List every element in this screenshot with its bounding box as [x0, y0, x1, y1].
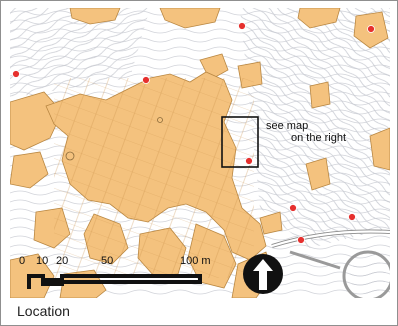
roundabout [342, 250, 390, 298]
scale-bar: 0 10 20 50 100 m [19, 255, 211, 289]
parcel [69, 8, 121, 25]
contour-lines-east [240, 8, 390, 248]
site-marker [348, 213, 356, 221]
site-marker [297, 236, 305, 244]
site-markers [12, 22, 375, 244]
parcel [369, 127, 390, 171]
scale-label-20: 20 [56, 255, 68, 267]
scale-label-10: 10 [36, 255, 48, 267]
location-map-svg: see map on the right 0 10 20 50 100 m [10, 8, 390, 298]
site-marker [142, 76, 150, 84]
annotation-line-1: see map [266, 120, 308, 132]
map-symbol [65, 151, 75, 161]
site-marker [367, 25, 375, 33]
site-marker [289, 204, 297, 212]
parcel [159, 8, 221, 29]
detail-area-rectangle [221, 116, 259, 168]
north-arrow-icon [243, 254, 283, 294]
location-map: see map on the right 0 10 20 50 100 m [10, 8, 390, 298]
scale-label-50: 50 [101, 255, 113, 267]
site-marker [238, 22, 246, 30]
parcel [309, 81, 331, 109]
scale-label-100: 100 m [180, 255, 211, 267]
site-marker [12, 70, 20, 78]
annotation-line-2: on the right [291, 132, 346, 144]
site-marker [245, 157, 253, 165]
figure-caption: Location [17, 303, 70, 319]
parcel [305, 157, 331, 191]
map-symbol [157, 117, 163, 123]
parcel [10, 151, 49, 189]
scale-bar-line [27, 274, 202, 289]
scale-label-0: 0 [19, 255, 25, 267]
road-fill [271, 230, 390, 248]
parcel-subdivisions [54, 78, 254, 278]
road [289, 250, 341, 270]
parcel [297, 8, 341, 29]
contour-lines-northwest [10, 8, 150, 98]
north-arrow-shape [253, 259, 273, 290]
roundabout-center [350, 258, 386, 294]
parcel [259, 211, 283, 235]
